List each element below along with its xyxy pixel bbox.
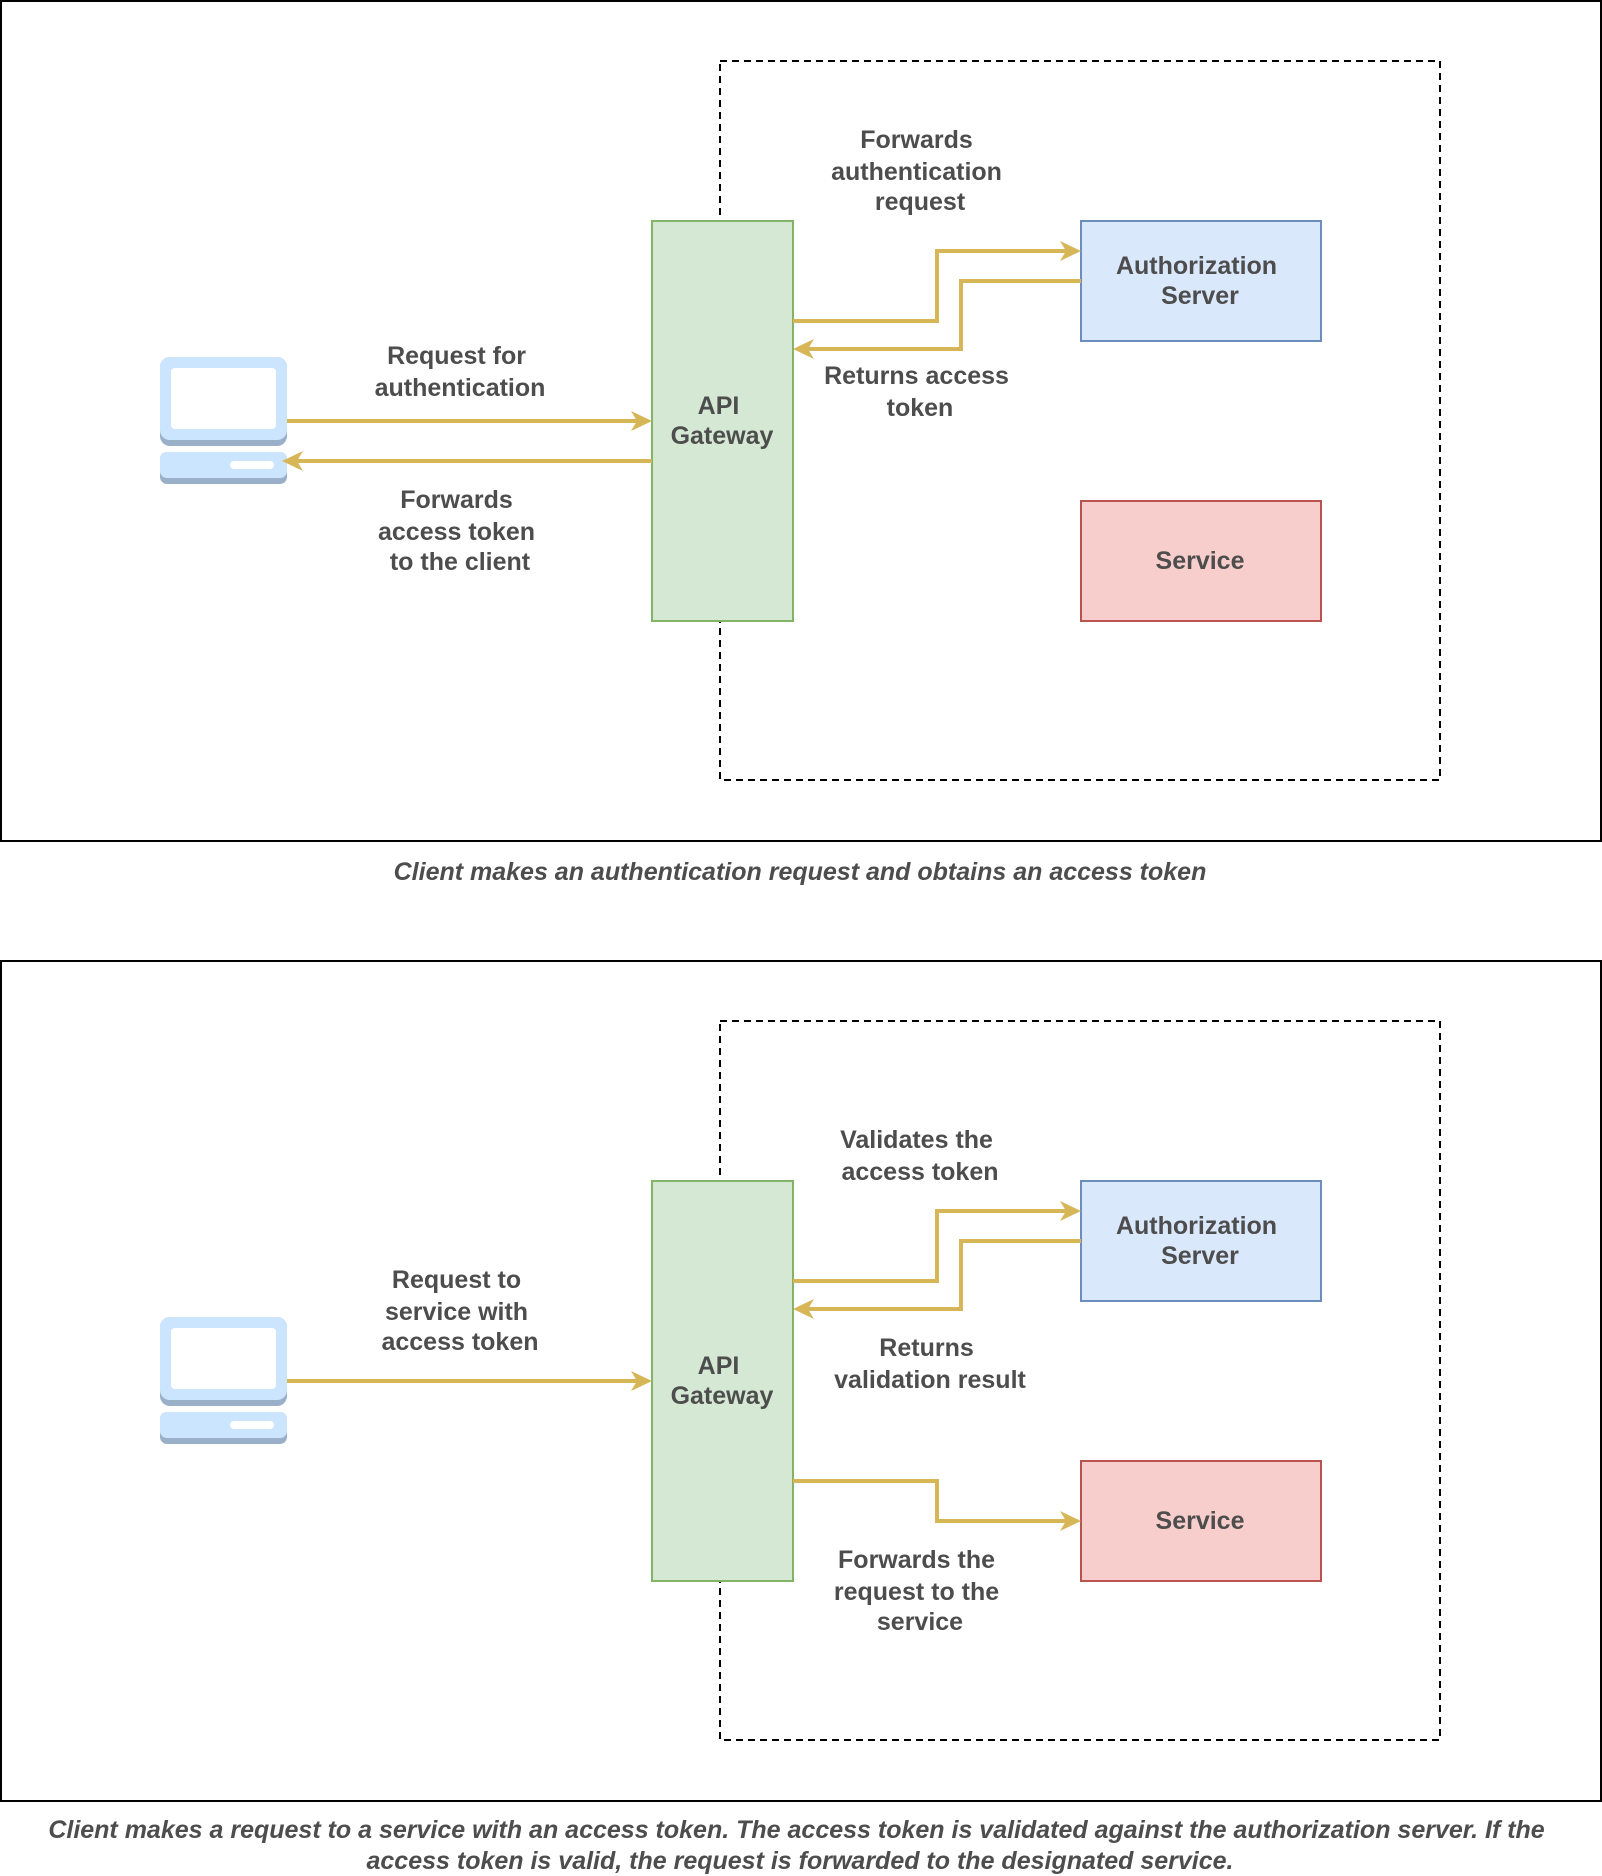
service-box[interactable] <box>1080 1460 1322 1582</box>
arrow-head-client-to-gateway <box>631 411 652 431</box>
authorization-server-label: Authorization Server <box>1116 252 1284 310</box>
label-forwards-access-token: Forwards access token to the client <box>378 486 542 576</box>
arrow-auth-to-gateway <box>807 279 1081 351</box>
diagram-1: API Gateway Authorization Server Service… <box>0 0 1602 842</box>
label-validates-the-access-token: Validates the access token <box>840 1126 1000 1186</box>
label-returns-validation-result: Returns validation result <box>834 1334 1026 1394</box>
arrow-gateway-to-auth <box>793 1209 1067 1283</box>
arrow-gateway-to-auth <box>793 249 1067 323</box>
api-gateway-label: API Gateway <box>671 392 774 450</box>
arrow-head-client-to-gateway <box>631 1371 652 1391</box>
arrow-head-gateway-to-service <box>1060 1511 1081 1531</box>
arrow-gateway-to-service <box>793 1479 1067 1523</box>
arrow-head-auth-to-gateway <box>793 339 814 359</box>
authorization-server-box[interactable] <box>1080 1180 1322 1302</box>
laptop-icon <box>160 1317 287 1444</box>
label-request-to-service: Request to service with access token <box>381 1266 538 1356</box>
service-label: Service <box>1156 547 1245 575</box>
arrow-head-gateway-to-auth <box>1060 1201 1081 1221</box>
label-returns-access-token: Returns access token <box>824 362 1016 422</box>
service-label: Service <box>1156 1507 1245 1535</box>
service-box[interactable] <box>1080 500 1322 622</box>
authorization-server-label: Authorization Server <box>1116 1212 1284 1270</box>
label-forwards-authentication-request: Forwards authentication request <box>831 126 1009 216</box>
arrow-auth-to-gateway <box>807 1239 1081 1311</box>
backend-boundary <box>719 60 1441 781</box>
arrow-head-gateway-to-auth <box>1060 241 1081 261</box>
laptop-icon <box>160 357 287 484</box>
label-forwards-the-request: Forwards the request to the service <box>834 1546 1006 1636</box>
label-request-for-authentication: Request for authentication <box>375 342 546 402</box>
diagram-1-caption: Client makes an authentication request a… <box>394 858 1207 886</box>
authorization-server-box[interactable] <box>1080 220 1322 342</box>
api-gateway-box[interactable] <box>651 220 794 622</box>
diagram-2: API Gateway Authorization Server Service… <box>0 960 1602 1802</box>
arrow-head-auth-to-gateway <box>793 1299 814 1319</box>
api-gateway-label: API Gateway <box>671 1352 774 1410</box>
backend-boundary <box>719 1020 1441 1741</box>
arrow-head-gateway-to-client <box>282 451 303 471</box>
api-gateway-box[interactable] <box>651 1180 794 1582</box>
diagram-2-caption: Client makes a request to a service with… <box>48 1816 1551 1875</box>
